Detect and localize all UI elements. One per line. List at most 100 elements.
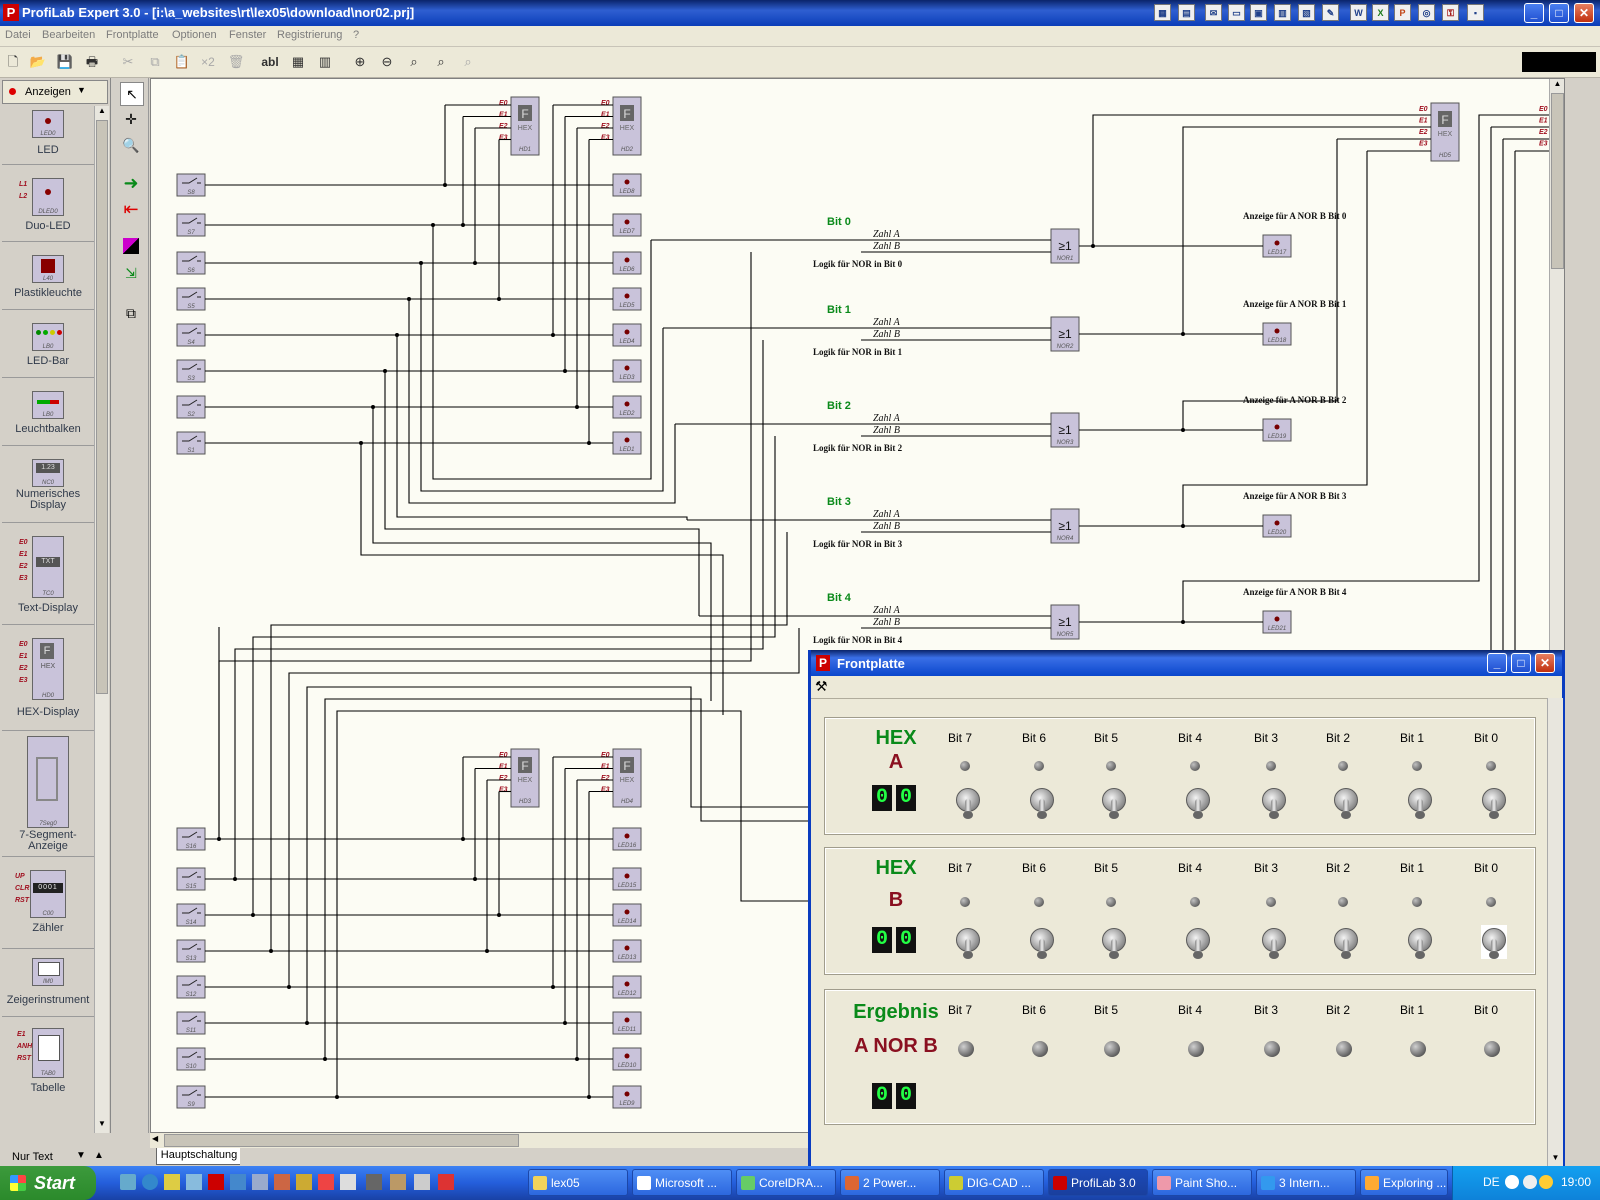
app-quick-icon-5[interactable] (252, 1174, 268, 1190)
app-quick-icon-3[interactable] (208, 1174, 224, 1190)
palette-item-duo-led[interactable]: DLED0 L1 L2 Duo-LED (2, 166, 94, 242)
ie-icon[interactable] (142, 1174, 158, 1190)
menu-frontplatte[interactable]: Frontplatte (106, 29, 159, 41)
tools-icon[interactable]: ⚒ (815, 678, 828, 694)
app-quick-icon-1[interactable] (164, 1174, 180, 1190)
pointer-tool-icon[interactable]: ↖ (120, 82, 144, 106)
palette-item-tabelle[interactable]: TAB0 E1 ANH RST Tabelle (2, 1018, 94, 1110)
toggle-switch-bit-7[interactable] (955, 785, 981, 819)
quicklaunch-icon-10[interactable]: ⚿ (1442, 4, 1459, 21)
taskbar-button-exploring[interactable]: Exploring ... (1360, 1169, 1448, 1196)
move-down-icon[interactable]: ▼ (76, 1150, 86, 1161)
quicklaunch-icon-11[interactable]: ▪ (1467, 4, 1484, 21)
palette-item-zeigerinstrument[interactable]: IM0 Zeigerinstrument (2, 950, 94, 1017)
quicklaunch-icon-9[interactable]: ◎ (1418, 4, 1435, 21)
zoom-in-icon[interactable]: ⊕ (354, 54, 366, 69)
toggle-switch-bit-3[interactable] (1261, 785, 1287, 819)
menu-bearbeiten[interactable]: Bearbeiten (42, 29, 96, 41)
language-indicator[interactable]: DE (1483, 1175, 1500, 1189)
toggle-switch-bit-7[interactable] (955, 925, 981, 959)
toggle-switch-bit-2[interactable] (1333, 925, 1359, 959)
text-tool-button[interactable]: abl (261, 55, 279, 69)
maximize-button[interactable]: □ (1549, 3, 1569, 23)
tray-icon-3[interactable] (1539, 1175, 1553, 1189)
palette-item-plastikleuchte[interactable]: L40 Plastikleuchte (2, 243, 94, 310)
quicklaunch-icon-2[interactable]: ▤ (1178, 4, 1195, 21)
print-icon[interactable]: 🖶 (85, 54, 99, 69)
quicklaunch-icon-5[interactable]: ▣ (1250, 4, 1267, 21)
run-icon[interactable]: ➜ (123, 173, 139, 193)
open-folder-icon[interactable]: 📂 (29, 54, 47, 69)
toggle-switch-bit-6[interactable] (1029, 925, 1055, 959)
grid-icon[interactable]: ▦ (291, 54, 305, 69)
duplicate-button[interactable]: ×2 (201, 55, 215, 69)
powerpoint-icon[interactable]: P (1394, 4, 1411, 21)
new-file-icon[interactable]: 🗋 (7, 54, 19, 69)
quicklaunch-icon-7[interactable]: ▧ (1298, 4, 1315, 21)
grid-lines-icon[interactable]: ▥ (318, 54, 332, 69)
taskbar-button-digcad[interactable]: DIG-CAD ... (944, 1169, 1044, 1196)
save-icon[interactable]: 💾 (56, 54, 74, 69)
color-tool-icon[interactable] (123, 238, 139, 254)
menu-fenster[interactable]: Fenster (229, 29, 267, 41)
toggle-switch-bit-1[interactable] (1407, 785, 1433, 819)
app-quick-icon-8[interactable] (318, 1174, 334, 1190)
toggle-switch-bit-5[interactable] (1101, 925, 1127, 959)
copy-icon[interactable]: ⧉ (150, 54, 160, 69)
toggle-switch-bit-2[interactable] (1333, 785, 1359, 819)
start-button[interactable]: Start (0, 1166, 96, 1200)
taskbar-button-paintshop[interactable]: Paint Sho... (1152, 1169, 1252, 1196)
junction-tool-icon[interactable]: ✛ (125, 111, 137, 127)
tray-icon-1[interactable] (1505, 1175, 1519, 1189)
toggle-switch-bit-5[interactable] (1101, 785, 1127, 819)
window-tool-icon[interactable]: ⧉ (126, 305, 136, 321)
close-button[interactable]: ✕ (1574, 3, 1594, 23)
frontplatte-scrollbar[interactable]: ▼ (1547, 698, 1563, 1167)
palette-category-select[interactable]: Anzeigen ▼ (2, 80, 108, 104)
menu-datei[interactable]: Datei (5, 29, 31, 41)
delete-icon[interactable]: 🗑 (227, 54, 245, 69)
input-tool-icon[interactable]: ⇲ (125, 265, 137, 281)
quicklaunch-icon-4[interactable]: ▭ (1228, 4, 1245, 21)
app-quick-icon-7[interactable] (296, 1174, 312, 1190)
toggle-switch-bit-4[interactable] (1185, 925, 1211, 959)
toggle-switch-bit-1[interactable] (1407, 925, 1433, 959)
palette-item-led[interactable]: LED0 LED (2, 106, 94, 165)
app-quick-icon-2[interactable] (186, 1174, 202, 1190)
palette-item-text-display[interactable]: TXT TC0 E0 E1 E2 E3 Text-Display (2, 524, 94, 625)
zoom-all-icon[interactable]: ⌕ (437, 54, 445, 69)
frontplatte-minimize-button[interactable]: _ (1487, 653, 1507, 673)
menu-optionen[interactable]: Optionen (172, 29, 217, 41)
toggle-switch-bit-0[interactable] (1481, 925, 1507, 959)
quicklaunch-icon-8[interactable]: ✎ (1322, 4, 1339, 21)
sheet-tab-hauptschaltung[interactable]: Hauptschaltung (156, 1148, 242, 1165)
quicklaunch-icon-3[interactable]: ✉ (1205, 4, 1222, 21)
toggle-switch-bit-0[interactable] (1481, 785, 1507, 819)
show-desktop-icon[interactable] (120, 1174, 136, 1190)
app-quick-icon-13[interactable] (438, 1174, 454, 1190)
palette-item-numerisches-display[interactable]: 1.23 NC0 Numerisches Display (2, 447, 94, 523)
zoom-reset-icon[interactable]: ⌕ (464, 54, 472, 69)
palette-item-7-segment[interactable]: 7Seg0 7-Segment-Anzeige (2, 732, 94, 857)
taskbar-button-lex05[interactable]: lex05 (528, 1169, 628, 1196)
menu-registrierung[interactable]: Registrierung (277, 29, 343, 41)
stop-icon[interactable]: ⇤ (123, 199, 139, 219)
app-quick-icon-11[interactable] (390, 1174, 406, 1190)
word-icon[interactable]: W (1350, 4, 1367, 21)
palette-item-zaehler[interactable]: 0001 C00 UP CLR RST Zähler (2, 858, 94, 949)
excel-icon[interactable]: X (1372, 4, 1389, 21)
app-quick-icon-4[interactable] (230, 1174, 246, 1190)
app-quick-icon-10[interactable] (366, 1174, 382, 1190)
app-quick-icon-12[interactable] (414, 1174, 430, 1190)
paste-icon[interactable]: 📋 (173, 54, 191, 69)
app-quick-icon-9[interactable] (340, 1174, 356, 1190)
toggle-switch-bit-6[interactable] (1029, 785, 1055, 819)
taskbar-button-microsoft[interactable]: Microsoft ... (632, 1169, 732, 1196)
palette-item-hex-display[interactable]: F HEX HD0 E0 E1 E2 E3 HEX-Display (2, 626, 94, 731)
quicklaunch-icon-6[interactable]: ▥ (1274, 4, 1291, 21)
zoom-tool-icon[interactable]: 🔍 (122, 137, 140, 153)
frontplatte-close-button[interactable]: ✕ (1535, 653, 1555, 673)
zoom-fit-icon[interactable]: ⌕ (410, 54, 418, 69)
taskbar-button-profilab[interactable]: ProfiLab 3.0 (1048, 1169, 1148, 1196)
menu-help[interactable]: ? (353, 29, 360, 41)
